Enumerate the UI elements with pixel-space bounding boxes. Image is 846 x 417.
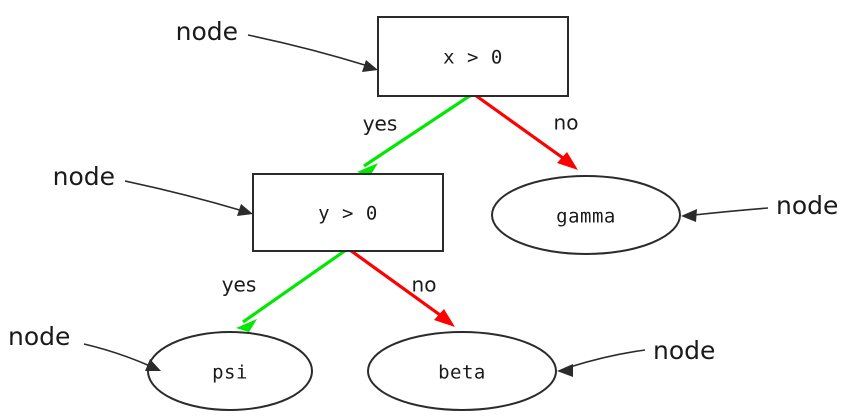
edge-label-yes-1: yes — [363, 112, 398, 136]
annotation-leader-psi — [83, 343, 151, 367]
edge-root-to-inner-yes: yes — [357, 93, 472, 176]
node-psi-label: psi — [212, 362, 248, 384]
node-inner[interactable]: y > 0 — [252, 173, 444, 252]
annotation-label-gamma: node — [776, 191, 838, 220]
node-gamma-label: gamma — [556, 206, 616, 228]
node-beta-ellipse[interactable] — [367, 331, 557, 411]
node-gamma-ellipse[interactable] — [491, 175, 681, 255]
annotation-label-beta: node — [653, 336, 715, 365]
edge-line-yes-2 — [242, 248, 347, 324]
edge-line-yes-1 — [363, 93, 472, 168]
node-root-box[interactable] — [377, 16, 569, 97]
annotation-gamma: node — [681, 191, 838, 222]
annotation-leader-inner — [124, 180, 244, 212]
annotation-arrow-root — [362, 60, 378, 72]
annotation-label-inner: node — [53, 162, 115, 191]
annotation-label-root: node — [176, 17, 238, 46]
annotation-psi: node — [8, 322, 161, 371]
node-gamma[interactable]: gamma — [491, 175, 681, 255]
arrow-head-no-2 — [434, 309, 455, 327]
edge-label-no-2: no — [412, 273, 437, 297]
node-inner-box[interactable] — [252, 173, 444, 252]
edge-inner-to-psi-yes: yes — [222, 248, 347, 332]
annotation-label-psi: node — [8, 322, 70, 351]
node-root-label: x > 0 — [443, 47, 503, 69]
annotation-beta: node — [557, 336, 715, 377]
edge-line-no-2 — [349, 248, 448, 322]
annotation-leader-beta — [569, 349, 646, 368]
edge-inner-to-beta-no: no — [349, 248, 455, 327]
arrow-head-no-1 — [557, 152, 578, 170]
annotation-arrow-beta — [557, 364, 573, 377]
edge-label-yes-2: yes — [222, 273, 257, 297]
edge-line-no-1 — [474, 93, 571, 165]
edge-label-no-1: no — [554, 111, 579, 135]
annotation-inner: node — [53, 162, 253, 216]
annotation-arrow-gamma — [681, 209, 697, 222]
node-psi[interactable]: psi — [147, 331, 313, 411]
node-beta-label: beta — [438, 362, 486, 384]
arrow-head-yes-1 — [357, 163, 378, 176]
edge-root-to-gamma-no: no — [474, 93, 579, 170]
annotation-arrow-inner — [237, 204, 253, 216]
node-root[interactable]: x > 0 — [377, 16, 569, 97]
annotation-leader-gamma — [693, 207, 769, 216]
arrow-head-yes-2 — [236, 319, 257, 332]
annotation-leader-root — [247, 34, 369, 67]
annotation-arrow-psi — [145, 359, 161, 371]
annotation-root: node — [176, 17, 378, 72]
node-beta[interactable]: beta — [367, 331, 557, 411]
node-inner-label: y > 0 — [318, 203, 378, 225]
